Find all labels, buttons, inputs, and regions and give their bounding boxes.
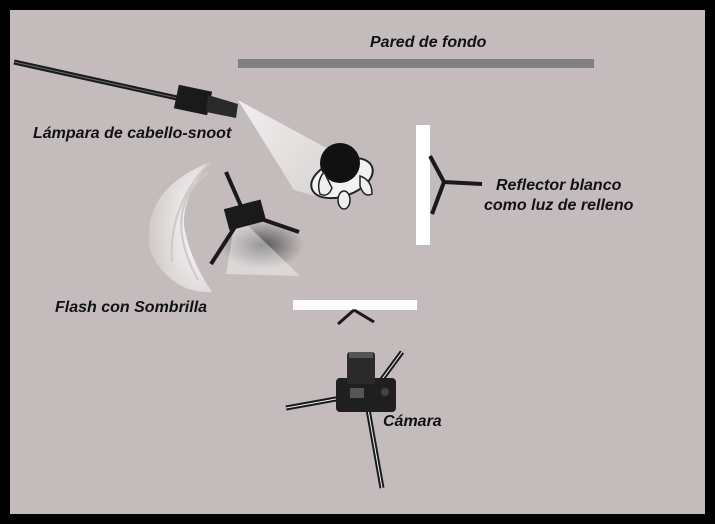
camera-bounce-card xyxy=(293,300,417,326)
fill-reflector-label-line2: como luz de relleno xyxy=(484,197,634,214)
fill-reflector xyxy=(416,125,483,245)
fill-reflector-label-line1: Reflector blanco xyxy=(496,177,622,194)
umbrella-beam xyxy=(226,214,300,276)
bounce-card xyxy=(293,300,417,310)
hair-light-head xyxy=(173,84,213,116)
fill-reflector-label: Reflector blanco como luz de relleno xyxy=(484,176,633,216)
snoot-beam xyxy=(238,100,330,200)
hair-light-snoot xyxy=(13,59,330,200)
camera-body xyxy=(336,378,396,412)
camera-tripod xyxy=(285,350,405,489)
flash-head xyxy=(223,199,267,231)
background-wall xyxy=(238,59,594,68)
hair-light-label: Lámpara de cabello-snoot xyxy=(33,125,232,142)
camera-lens xyxy=(347,352,375,384)
umbrella-flash xyxy=(148,161,304,293)
reflector-panel xyxy=(416,125,430,245)
snoot xyxy=(206,95,238,118)
umbrella-flash-label: Flash con Sombrilla xyxy=(55,299,208,316)
umbrella-shadow xyxy=(220,221,304,269)
subject-head xyxy=(320,143,360,183)
background-wall-label: Pared de fondo xyxy=(370,34,487,51)
camera-label: Cámara xyxy=(383,413,442,430)
subject xyxy=(310,143,374,210)
